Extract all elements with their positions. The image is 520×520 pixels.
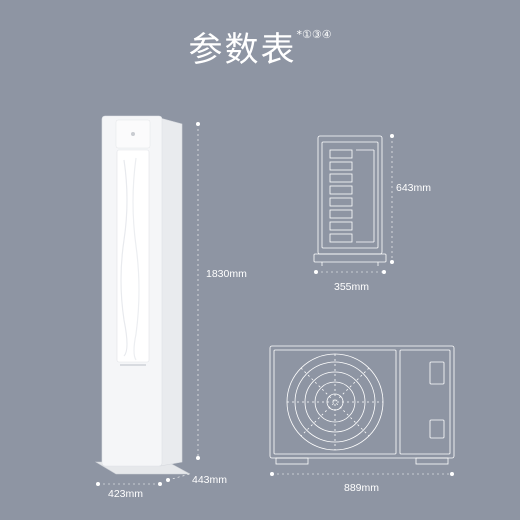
outdoor-side-height-dimension [390, 134, 394, 264]
outdoor-side-height-label: 643mm [396, 182, 432, 194]
page-title: 参数表*①③④ [0, 22, 520, 71]
indoor-height-dimension [196, 122, 200, 460]
indoor-unit-indicator-icon [131, 132, 135, 136]
indoor-unit [94, 115, 191, 475]
title-text: 参数表 [188, 30, 297, 70]
indoor-width-label: 423mm [108, 488, 144, 500]
outdoor-side-depth-label: 355mm [334, 281, 370, 293]
indoor-unit-outlet-grille-2 [132, 157, 140, 361]
outdoor-unit-side-view [313, 135, 387, 266]
indoor-depth-label: 443mm [192, 474, 228, 486]
outdoor-front-width-label: 889mm [344, 482, 380, 494]
indoor-unit-brand-strip [120, 364, 146, 366]
outdoor-front-width-dimension [270, 472, 454, 476]
indoor-depth-dimension [166, 473, 191, 482]
indoor-unit-outlet-grille [120, 159, 128, 357]
title-footnote-marks: *①③④ [296, 28, 332, 41]
outdoor-unit-front-view [269, 345, 455, 465]
outdoor-side-depth-dimension [314, 270, 386, 274]
indoor-height-label: 1830mm [206, 268, 247, 280]
indoor-unit-side [159, 117, 183, 467]
indoor-width-dimension [96, 482, 162, 486]
indoor-unit-outlet-panel [116, 149, 150, 363]
